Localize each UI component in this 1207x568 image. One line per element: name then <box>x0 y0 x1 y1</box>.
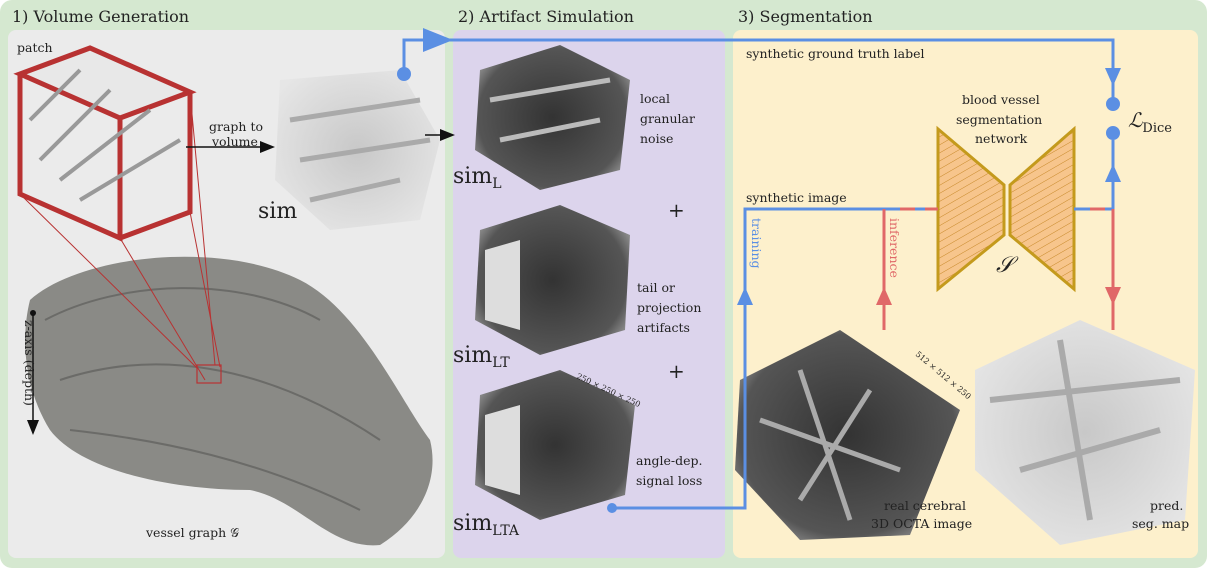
graph-to-volume-label-2: volume <box>211 134 258 149</box>
svg-text:angle-dep.: angle-dep. <box>636 453 703 468</box>
svg-text:blood vessel: blood vessel <box>962 92 1040 107</box>
gt-source-dot <box>397 67 411 81</box>
training-source-dot <box>607 503 617 513</box>
svg-text:network: network <box>975 131 1028 146</box>
z-axis-label: z-axis (depth) <box>22 320 37 406</box>
heading-segmentation: 3) Segmentation <box>738 7 873 26</box>
real-image-label-2: 3D OCTA image <box>871 516 972 531</box>
z-axis: z-axis (depth) <box>22 310 39 435</box>
loss-dot-bottom <box>1106 126 1120 140</box>
arrow-up-icon <box>1105 164 1121 182</box>
heading-artifact-simulation: 2) Artifact Simulation <box>458 7 634 26</box>
patch-label: patch <box>17 40 53 55</box>
svg-text:artifacts: artifacts <box>637 320 690 335</box>
arrow-down-icon <box>1105 68 1121 86</box>
sim-l-label: simL <box>453 164 501 192</box>
vessel-graph-brain <box>25 256 433 546</box>
pred-label-2: seg. map <box>1132 516 1189 531</box>
arrow-up-icon <box>876 287 892 305</box>
sim-lt-label: simLT <box>453 343 510 371</box>
svg-text:tail or: tail or <box>637 280 675 295</box>
dice-loss-label: ℒDice <box>1128 108 1172 136</box>
svg-text:local: local <box>640 91 670 106</box>
sim-lt-desc: tail or projection artifacts <box>637 280 701 335</box>
svg-text:segmentation: segmentation <box>956 112 1042 127</box>
plus-sign: + <box>668 198 685 222</box>
svg-text:signal loss: signal loss <box>636 473 702 488</box>
sim-l-volume <box>475 45 630 190</box>
loss-dot-top <box>1106 97 1120 111</box>
heading-volume-generation: 1) Volume Generation <box>12 7 189 26</box>
sim-volume <box>275 70 440 230</box>
sim-lt-volume <box>475 205 630 355</box>
gt-label: synthetic ground truth label <box>746 46 925 61</box>
real-image-label: real cerebral <box>884 498 966 513</box>
svg-text:projection: projection <box>637 300 701 315</box>
pred-label: pred. <box>1150 498 1183 513</box>
sim-lta-volume <box>475 370 635 520</box>
sim-l-desc: local granular noise <box>640 91 695 146</box>
graph-to-volume-label: graph to <box>209 119 263 134</box>
sim-lta-desc: angle-dep. signal loss <box>636 453 703 488</box>
training-line <box>610 207 938 510</box>
svg-text:noise: noise <box>640 131 673 146</box>
plus-sign: + <box>668 359 685 383</box>
arrow-down-icon <box>1105 287 1121 305</box>
synthetic-image-label: synthetic image <box>746 190 847 205</box>
training-label: training <box>749 218 764 269</box>
svg-text:granular: granular <box>640 111 695 126</box>
arrow-up-icon <box>737 287 753 305</box>
vessel-graph-label: vessel graph 𝒢 <box>145 525 239 540</box>
real-octa-volume <box>735 330 960 540</box>
predicted-segmentation-volume <box>975 320 1195 545</box>
segmentation-network <box>936 125 1076 293</box>
sim-lta-label: simLTA <box>453 511 520 539</box>
sim-label: sim <box>258 199 297 224</box>
inference-label: inference <box>887 218 902 278</box>
network-label: blood vessel segmentation network <box>956 92 1042 146</box>
patch-cube <box>13 45 221 381</box>
